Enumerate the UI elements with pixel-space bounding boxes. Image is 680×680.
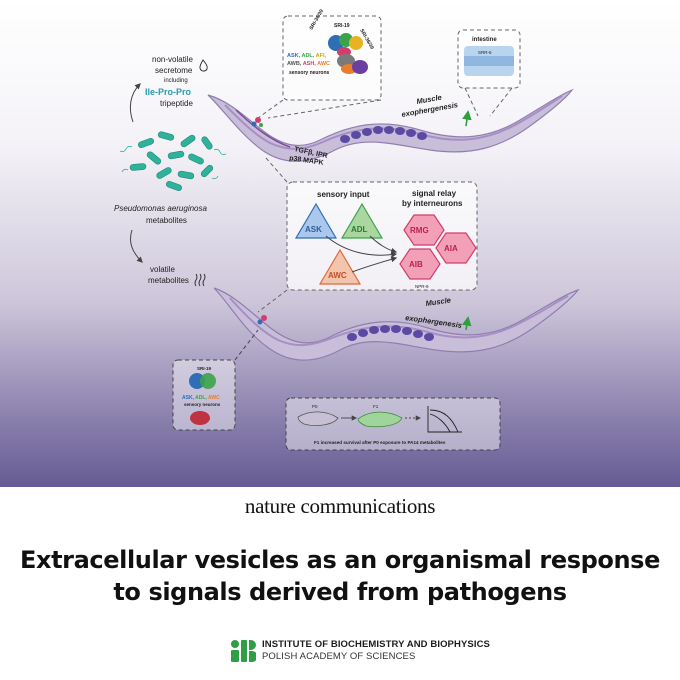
p0-worm-icon xyxy=(297,411,339,426)
neuron-blob-yellow xyxy=(349,36,363,50)
generation-f1: F1 xyxy=(373,404,379,409)
institution-logo-icon xyxy=(231,640,256,662)
muscle-bottom-up-arrow xyxy=(462,316,472,331)
sensory-input-label: sensory input xyxy=(317,190,370,199)
bottom-sensory-callout: SRI-19 ASK, ADL, AWC sensory neurons xyxy=(172,329,259,431)
muscle-top-line1: Muscle xyxy=(416,93,443,106)
survival-curve-icon xyxy=(427,406,462,433)
survival-box: P0 F1 F1 increased survival after P0 exp… xyxy=(285,397,501,451)
bacteria-cluster xyxy=(129,131,214,192)
signal-relay-box: sensory input signal relay by interneuro… xyxy=(257,157,478,313)
bottom-worm xyxy=(213,287,580,361)
bottom-blob-red xyxy=(190,411,210,425)
intestine-gene: SRR-6 xyxy=(478,50,492,55)
secretome-line1: non-volatile xyxy=(152,55,193,64)
bottom-worm-oocytes xyxy=(347,325,434,341)
f1-worm-icon xyxy=(357,411,403,428)
intestine-callout: intestine SRR-6 xyxy=(457,29,521,117)
graphical-abstract-figure: SRI-36/39 SRI-19 SRI-36/39 ASK, ADL, AFI… xyxy=(0,0,680,487)
metabolites-line1: Pseudomonas aeruginosa xyxy=(114,204,208,213)
secretome-line2: secretome xyxy=(155,66,193,75)
figure-canvas: SRI-36/39 SRI-19 SRI-36/39 ASK, ADL, AFI… xyxy=(114,8,580,451)
signal-arrows xyxy=(325,235,398,273)
top-neurons-line2: AWB, ASH, AWC xyxy=(287,61,330,67)
neuron-triangle-ask xyxy=(294,202,338,239)
secretome-line5: tripeptide xyxy=(160,99,193,108)
top-neurons-line1: ASK, ADL, AFI, xyxy=(287,53,326,59)
bottom-sensory-label: sensory neurons xyxy=(184,402,221,407)
arrow-to-volatile xyxy=(129,229,143,263)
bottom-blob-green xyxy=(200,373,216,389)
title-line-1: Extracellular vesicles as an organismal … xyxy=(20,546,660,574)
signal-relay-line2: by interneurons xyxy=(402,199,463,208)
top-worm xyxy=(207,88,574,162)
generation-p0: P0 xyxy=(312,404,318,409)
volatile-line2: metabolites xyxy=(148,276,189,285)
muscle-top-up-arrow xyxy=(462,110,472,127)
institution-footer: INSTITUTE OF BIOCHEMISTRY AND BIOPHYSICS… xyxy=(230,638,490,664)
interneuron-aib-label: AIB xyxy=(409,260,423,269)
neuron-triangle-awc xyxy=(318,248,362,285)
institution-parent: POLISH ACADEMY OF SCIENCES xyxy=(262,651,416,662)
title-line-2: to signals derived from pathogens xyxy=(113,578,567,606)
pathway-line2: p38 MAPK xyxy=(289,155,324,167)
neuron-ask-label: ASK xyxy=(305,225,322,234)
secretome-line4: Ile-Pro-Pro xyxy=(145,87,192,97)
top-sensory-label: sensory neurons xyxy=(289,70,330,76)
muscle-bottom-line1: Muscle xyxy=(425,296,451,308)
signal-relay-line1: signal relay xyxy=(412,189,457,198)
bottom-neurons-line: ASK, ADL, AWC xyxy=(182,395,220,401)
neuron-awc-label: AWC xyxy=(328,271,347,280)
interneuron-hex-aia xyxy=(435,232,477,264)
bacteria-flagella xyxy=(119,145,227,180)
neuron-triangle-adl xyxy=(340,202,384,239)
receptor-label-2: SRI-19 xyxy=(334,23,350,29)
top-sensory-callout: SRI-36/39 SRI-19 SRI-36/39 ASK, ADL, AFI… xyxy=(257,8,382,119)
top-worm-oocytes xyxy=(340,126,427,143)
neuron-blob-purple xyxy=(352,60,368,74)
interneuron-aia-label: AIA xyxy=(444,244,458,253)
article-title: Extracellular vesicles as an organismal … xyxy=(20,544,660,608)
institution-name: INSTITUTE OF BIOCHEMISTRY AND BIOPHYSICS xyxy=(262,639,490,650)
journal-name: nature communications xyxy=(244,494,436,518)
bottom-blob-blue xyxy=(189,373,205,389)
metabolites-line2: metabolites xyxy=(146,216,187,225)
neuron-adl-label: ADL xyxy=(351,225,368,234)
droplet-icon xyxy=(199,59,208,72)
bottom-receptor-label: SRI-19 xyxy=(197,366,212,371)
vapor-icon xyxy=(194,273,206,287)
survival-caption: F1 increased survival after P0 exposure … xyxy=(314,440,446,445)
arrow-to-secretome xyxy=(129,83,141,123)
npr-label: NPR-9 xyxy=(415,284,429,289)
interneuron-hex-aib xyxy=(399,248,441,280)
interneuron-hex-rmg xyxy=(403,214,445,246)
secretome-line3: including xyxy=(164,78,188,84)
intestine-label: intestine xyxy=(472,37,497,43)
interneuron-rmg-label: RMG xyxy=(410,226,429,235)
secretome-block: non-volatile secretome including Ile-Pro… xyxy=(145,55,208,108)
volatile-line1: volatile xyxy=(150,265,175,274)
